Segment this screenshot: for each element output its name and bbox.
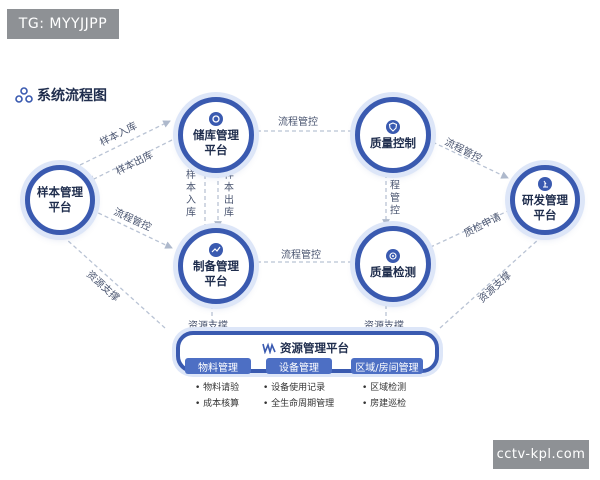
vertical-label-char: 样	[186, 168, 196, 181]
vertical-label-char: 本	[224, 181, 234, 194]
label-sample-out-top: 样本出库	[113, 148, 155, 178]
node-sample-label: 样本管理 平台	[37, 185, 83, 214]
storage-icon	[209, 112, 223, 126]
edge-res-left	[55, 229, 166, 329]
label-flow-test-prod: 流程管控	[281, 248, 321, 261]
edge-sample-out-top	[87, 139, 173, 183]
title-text: 系统流程图	[37, 88, 107, 104]
node-sample: 样本管理 平台	[25, 165, 95, 235]
vertical-label-char: 管	[390, 191, 400, 204]
label-sample-in-vertical: 样本入库	[186, 168, 196, 219]
label-qc-apply: 质检申请	[461, 210, 503, 240]
module-area-room: 区域/房间管理	[351, 358, 423, 374]
trend-icon	[209, 243, 223, 257]
resource-platform-title: 资源管理平台	[262, 340, 349, 356]
module-materials-item-2: • 成本核算	[195, 399, 240, 409]
module-area-room-item-2: • 房建巡检	[362, 399, 407, 409]
label-sample-in-top: 样本入库	[97, 119, 139, 149]
watermark-top: TG: MYYJJPP	[7, 9, 119, 39]
shield-icon	[386, 119, 400, 134]
label-res-test: 资源支撑	[364, 319, 404, 332]
microscope-icon	[538, 177, 552, 191]
node-storage-label: 储库管理 平台	[193, 128, 239, 157]
node-rnd-label: 研发管理 平台	[522, 193, 568, 222]
node-production: 制备管理 平台	[178, 228, 254, 304]
label-flow-qc-storage: 流程管控	[278, 115, 318, 128]
label-res-right: 资源支撑	[475, 269, 513, 305]
node-quality-control-label: 质量控制	[370, 135, 416, 150]
node-storage: 储库管理 平台	[178, 97, 254, 173]
node-quality-test-label: 质量检测	[370, 264, 416, 279]
vertical-label-char: 控	[390, 204, 400, 217]
label-res-left: 资源支撑	[84, 268, 122, 304]
vertical-label-char: 入	[186, 195, 196, 206]
label-flow-qc-rnd: 流程管控	[443, 135, 485, 165]
resource-icon	[262, 342, 276, 354]
node-production-label: 制备管理 平台	[193, 259, 239, 288]
vertical-label-char: 库	[224, 206, 234, 219]
label-sample-out-vertical: 样本出库	[224, 168, 234, 219]
module-area-room-item-1: • 区域检测	[362, 383, 407, 393]
vertical-label-char: 库	[186, 206, 196, 219]
edge-qc-apply	[419, 209, 511, 253]
flowchart-icon	[15, 87, 33, 103]
vertical-label-char: 样	[224, 168, 234, 181]
module-equipment-item-2: • 全生命周期管理	[263, 399, 335, 409]
resource-platform-title-text: 资源管理平台	[280, 341, 349, 355]
edge-sample-in-top	[79, 120, 171, 166]
vertical-label-char: 程	[390, 180, 400, 192]
target-icon	[386, 248, 400, 263]
module-materials: 物料管理	[185, 358, 251, 374]
edge-sample-prod	[91, 209, 173, 249]
node-rnd: 研发管理 平台	[510, 165, 580, 235]
vertical-label-char: 本	[186, 181, 196, 194]
module-materials-item-1: • 物料请验	[195, 383, 240, 393]
label-flow-qc-test-vertical: 流程管控	[390, 166, 400, 217]
label-res-prod: 资源支撑	[188, 319, 228, 332]
module-equipment-item-1: • 设备使用记录	[263, 383, 326, 393]
vertical-label-char: 出	[224, 193, 234, 206]
watermark-bottom: cctv-kpl.com	[493, 440, 589, 469]
edge-qc-rnd	[419, 135, 509, 179]
edge-res-right	[439, 229, 550, 329]
node-quality-control: 质量控制	[355, 97, 431, 173]
node-quality-test: 质量检测	[355, 226, 431, 302]
diagram-title: 系统流程图	[15, 85, 107, 105]
module-equipment: 设备管理	[266, 358, 332, 374]
